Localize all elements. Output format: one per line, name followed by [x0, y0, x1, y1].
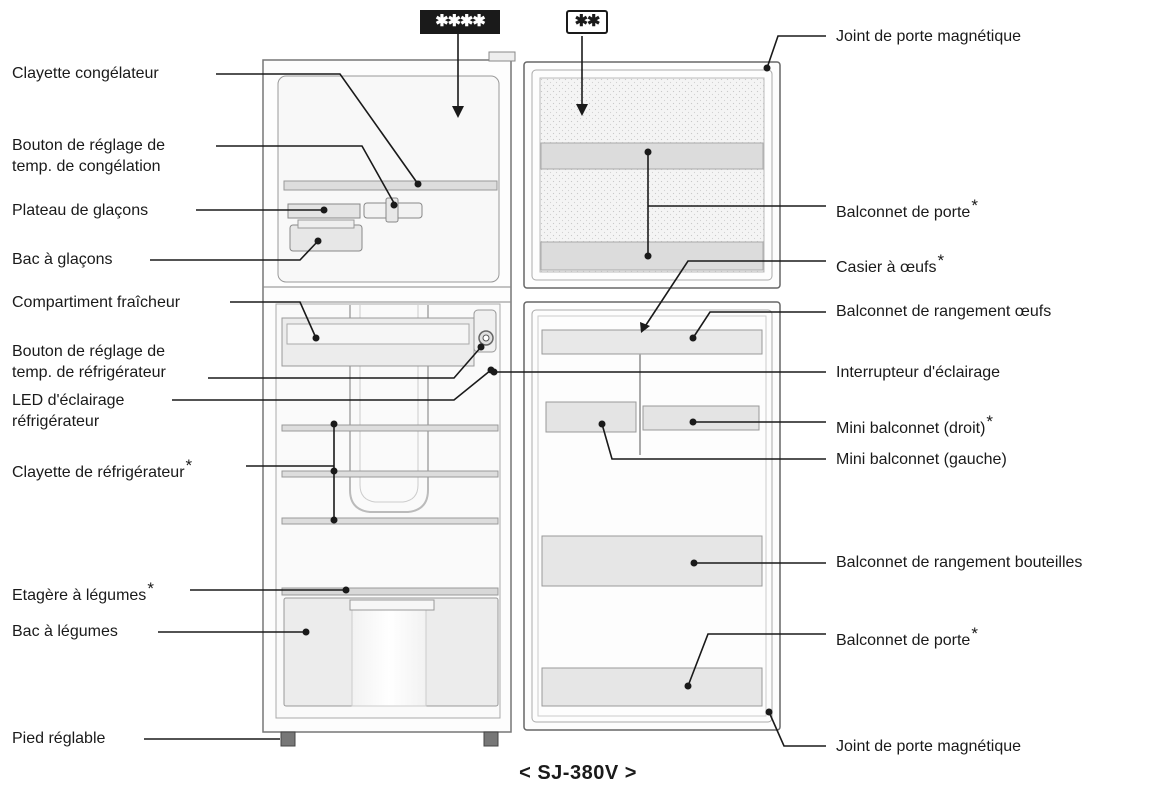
label-clayette-congelateur: Clayette congélateur [12, 65, 159, 82]
mini-balcony-left [545, 401, 637, 433]
fridge-shelf [281, 424, 499, 432]
label-etagere-legumes: Etagère à légumes* [12, 579, 154, 604]
door-balcony-top-1 [540, 142, 764, 170]
egg-balcony [541, 329, 763, 355]
label-clayette-refrigerateur: Clayette de réfrigérateur* [12, 456, 193, 481]
ice-box [289, 224, 363, 252]
fridge-doors [523, 61, 781, 731]
fridge-door [523, 301, 781, 731]
door-balcony-bottom [541, 667, 763, 707]
label-joint-bas: Joint de porte magnétique [836, 738, 1022, 755]
freezer-shelf [283, 180, 498, 191]
bottle-balcony [541, 535, 763, 587]
fridge-body [262, 51, 516, 747]
mini-balcony-right [642, 405, 760, 431]
adjustable-foot [280, 731, 296, 747]
label-joint-haut: Joint de porte magnétique [836, 28, 1022, 45]
vegetable-shelf [281, 587, 499, 596]
adjustable-foot [483, 731, 499, 747]
label-plateau-glacons: Plateau de glaçons [12, 202, 149, 219]
fridge-shelf [281, 517, 499, 525]
arrowheads [452, 104, 650, 333]
label-compartiment-fraicheur: Compartiment fraîcheur [12, 294, 181, 311]
label-balconnet-porte-bas: Balconnet de porte* [836, 624, 978, 649]
door-balcony-top-2 [540, 241, 764, 271]
label-balconnet-bouteilles: Balconnet de rangement bouteilles [836, 554, 1083, 571]
leader-lines [144, 32, 826, 747]
label-pied-reglable: Pied réglable [12, 730, 106, 747]
label-mini-gauche: Mini balconnet (gauche) [836, 451, 1007, 468]
compartment-star-badge: ✱✱ [566, 10, 608, 34]
freezer-star-badge: ✱✱✱✱ [420, 10, 500, 34]
label-interrupteur: Interrupteur d'éclairage [836, 364, 1001, 381]
label-bac-legumes: Bac à légumes [12, 623, 118, 640]
label-bac-glacons: Bac à glaçons [12, 251, 113, 268]
label-balconnet-porte-haut: Balconnet de porte* [836, 196, 978, 221]
fridge-shelf [281, 470, 499, 478]
label-casier-oeufs: Casier à œufs* [836, 251, 945, 276]
label-balconnet-oeufs: Balconnet de rangement œufs [836, 303, 1052, 320]
model-caption: < SJ-380V > [519, 762, 637, 784]
label-mini-droit: Mini balconnet (droit)* [836, 412, 994, 437]
leader-dots [302, 64, 773, 716]
